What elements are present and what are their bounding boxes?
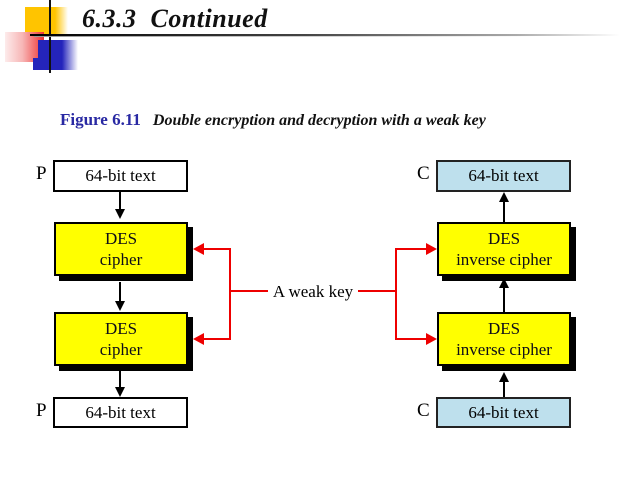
- key-arrow-left-top-icon: [193, 243, 204, 255]
- up-arrow-line: [503, 382, 505, 397]
- plaintext-label-bottom: P: [36, 400, 47, 421]
- deco-gold-square: [25, 7, 68, 34]
- up-arrow-line: [503, 202, 505, 222]
- key-connector-right-stub: [358, 290, 395, 292]
- figure-caption-text: Double encryption and decryption with a …: [152, 112, 486, 129]
- key-connector-right-bottom: [395, 338, 426, 340]
- down-arrow-icon: [115, 209, 125, 219]
- ciphertext-output-box: 64-bit text: [436, 160, 571, 192]
- des-cipher-box-1-line2: cipher: [99, 250, 143, 269]
- figure-number-label: Figure 6.11: [60, 110, 141, 129]
- key-arrow-left-bottom-icon: [193, 333, 204, 345]
- des-cipher-box-2-line2: cipher: [99, 340, 143, 359]
- up-arrow-icon: [499, 278, 509, 288]
- deco-blue-square-tab: [33, 58, 45, 70]
- title-underline: [30, 34, 638, 36]
- key-connector-left-top: [204, 248, 231, 250]
- des-inverse-cipher-box-2: DES inverse cipher: [437, 312, 571, 366]
- des-inverse-cipher-box-1-line1: DES: [487, 229, 521, 248]
- down-arrow-icon: [115, 387, 125, 397]
- des-inverse-cipher-box-1-line2: inverse cipher: [456, 250, 552, 269]
- key-connector-left-bottom: [204, 338, 231, 340]
- down-arrow-line: [119, 282, 121, 301]
- key-arrow-right-bottom-icon: [426, 333, 437, 345]
- up-arrow-line: [503, 288, 505, 312]
- key-connector-left-vertical: [229, 248, 231, 340]
- title-underline-shadow: [34, 36, 594, 37]
- key-connector-left-stub: [229, 290, 268, 292]
- ciphertext-label-top: C: [417, 163, 430, 184]
- des-inverse-cipher-box-1: DES inverse cipher: [437, 222, 571, 276]
- down-arrow-line: [119, 192, 121, 209]
- ciphertext-label-bottom: C: [417, 400, 430, 421]
- down-arrow-line: [119, 371, 121, 387]
- des-cipher-box-1: DES cipher: [54, 222, 188, 276]
- key-connector-right-vertical: [395, 248, 397, 340]
- up-arrow-icon: [499, 372, 509, 382]
- slide-title: 6.3.3 Continued: [82, 4, 268, 33]
- des-cipher-box-1-line1: DES: [104, 229, 138, 248]
- up-arrow-icon: [499, 192, 509, 202]
- down-arrow-icon: [115, 301, 125, 311]
- plaintext-input-box: 64-bit text: [53, 160, 188, 192]
- deco-red-gradient-square: [5, 32, 44, 62]
- key-arrow-right-top-icon: [426, 243, 437, 255]
- plaintext-output-box: 64-bit text: [53, 397, 188, 428]
- des-cipher-box-2: DES cipher: [54, 312, 188, 366]
- des-cipher-box-2-line1: DES: [104, 319, 138, 338]
- weak-key-label: A weak key: [272, 282, 354, 301]
- des-inverse-cipher-box-2-line1: DES: [487, 319, 521, 338]
- key-connector-right-top: [395, 248, 426, 250]
- ciphertext-input-box: 64-bit text: [436, 397, 571, 428]
- des-inverse-cipher-box-2-line2: inverse cipher: [456, 340, 552, 359]
- plaintext-label-top: P: [36, 163, 47, 184]
- figure-caption: Figure 6.11 Double encryption and decrypt…: [44, 92, 486, 148]
